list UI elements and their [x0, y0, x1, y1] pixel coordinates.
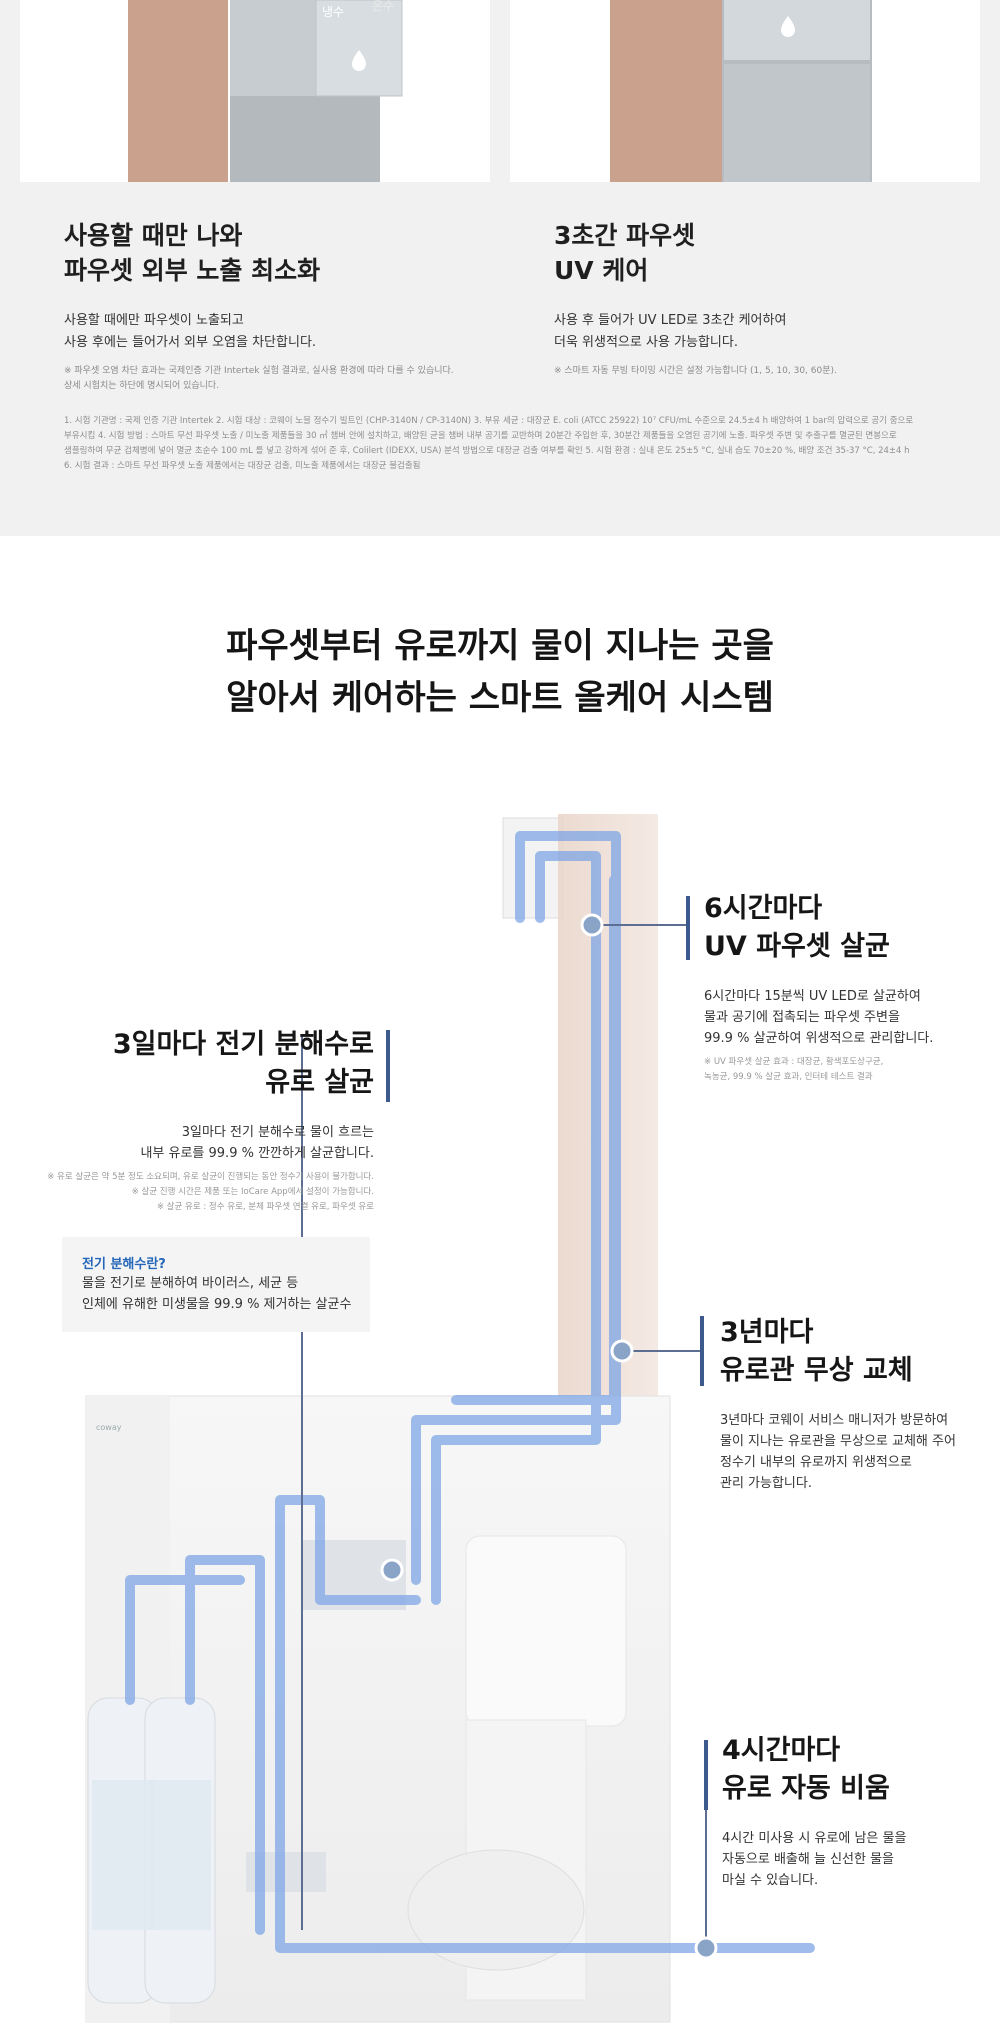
- feature-description: 사용 후 들어가 UV LED로 3초간 케어하여 더욱 위생적으로 사용 가능…: [554, 313, 787, 350]
- feature-note: ※ 스마트 자동 무빙 타이밍 시간은 설정 가능합니다 (1, 5, 10, …: [554, 366, 837, 376]
- callout-uv-faucet: 6시간마다 UV 파우셋 살균 6시간마다 15분씩 UV LED로 살균하여 …: [704, 890, 984, 1085]
- electrolyzed-water-info-box: 전기 분해수란? 물을 전기로 분해하여 바이러스, 세균 등 인체에 유해한 …: [62, 1237, 370, 1332]
- callout-note: ※ UV 파우셋 살균 효과 : 대장균, 황색포도상구균, 녹농균, 99.9…: [704, 1057, 884, 1082]
- cold-label: 냉수: [322, 5, 344, 19]
- callout-note: ※ 유로 살균은 약 5분 정도 소요되며, 유로 살균이 진행되는 동안 정수…: [47, 1172, 374, 1212]
- feature-uv-care: 3초간 파우셋 UV 케어 사용 후 들어가 UV LED로 3초간 케어하여 …: [554, 218, 994, 379]
- callout-text: 3일마다 전기 분해수로 물이 흐르는 내부 유로를 99.9 % 깐깐하게 살…: [140, 1125, 374, 1161]
- brand-logo: coway: [96, 1423, 122, 1432]
- feature-title: 3초간 파우셋 UV 케어: [554, 221, 696, 285]
- feature-retractable: 사용할 때만 나와 파우셋 외부 노출 최소화 사용할 때에만 파우셋이 노출되…: [64, 218, 504, 394]
- callout-bar: [704, 1740, 708, 1810]
- callout-text: 4시간 미사용 시 유로에 남은 물을 자동으로 배출해 늘 신선한 물을 마실…: [722, 1831, 907, 1888]
- feature-description: 사용할 때에만 파우셋이 노출되고 사용 후에는 들어가서 외부 오염을 차단합…: [64, 313, 317, 350]
- callout-bar: [386, 1030, 390, 1102]
- callout-pipe-replacement: 3년마다 유로관 무상 교체 3년마다 코웨이 서비스 매니저가 방문하여 물이…: [720, 1314, 990, 1494]
- callout-bar: [686, 896, 690, 960]
- uv-faucet-product-image: [610, 0, 872, 182]
- purifier-diagram-illustration: coway: [85, 814, 815, 2023]
- callout-title: 6시간마다 UV 파우셋 살균: [704, 893, 890, 962]
- feature-title: 사용할 때만 나와 파우셋 외부 노출 최소화: [64, 221, 321, 285]
- section-headline: 파우셋부터 유로까지 물이 지나는 곳을 알아서 케어하는 스마트 올케어 시스…: [226, 626, 774, 718]
- callout-text: 6시간마다 15분씩 UV LED로 살균하여 물과 공기에 접촉되는 파우셋 …: [704, 989, 934, 1046]
- feature-image-retractable-faucet: 냉수 온수: [20, 0, 490, 182]
- faucet-product-image: 냉수 온수: [128, 0, 403, 182]
- callout-bar: [700, 1316, 704, 1386]
- callout-title: 3년마다 유로관 무상 교체: [720, 1317, 913, 1386]
- info-answer: 물을 전기로 분해하여 바이러스, 세균 등 인체에 유해한 미생물을 99.9…: [82, 1276, 352, 1312]
- allcare-system-diagram: coway: [0, 780, 1000, 2024]
- callout-title: 3일마다 전기 분해수로 유로 살균: [112, 1029, 374, 1098]
- info-question: 전기 분해수란?: [82, 1257, 166, 1272]
- hot-label: 온수: [372, 0, 394, 13]
- callout-text: 3년마다 코웨이 서비스 매니저가 방문하여 물이 지나는 유로관을 무상으로 …: [720, 1413, 956, 1491]
- callout-title: 4시간마다 유로 자동 비움: [722, 1735, 890, 1804]
- test-footnotes: 1. 시험 기관명 : 국제 인증 기관 Intertek 2. 시험 대상 :…: [64, 416, 914, 471]
- feature-image-uv-faucet: [510, 0, 980, 182]
- feature-note: ※ 파우셋 오염 차단 효과는 국제인증 기관 Intertek 실험 결과로,…: [64, 366, 454, 391]
- callout-electrolyzed-water: 3일마다 전기 분해수로 유로 살균 3일마다 전기 분해수로 물이 흐르는 내…: [0, 1026, 374, 1215]
- top-feature-section: 냉수 온수 사용할 때만 나와 파우셋 외부 노출 최소화 사용할 때에만 파우…: [0, 0, 1000, 536]
- callout-auto-drain: 4시간마다 유로 자동 비움 4시간 미사용 시 유로에 남은 물을 자동으로 …: [722, 1732, 992, 1891]
